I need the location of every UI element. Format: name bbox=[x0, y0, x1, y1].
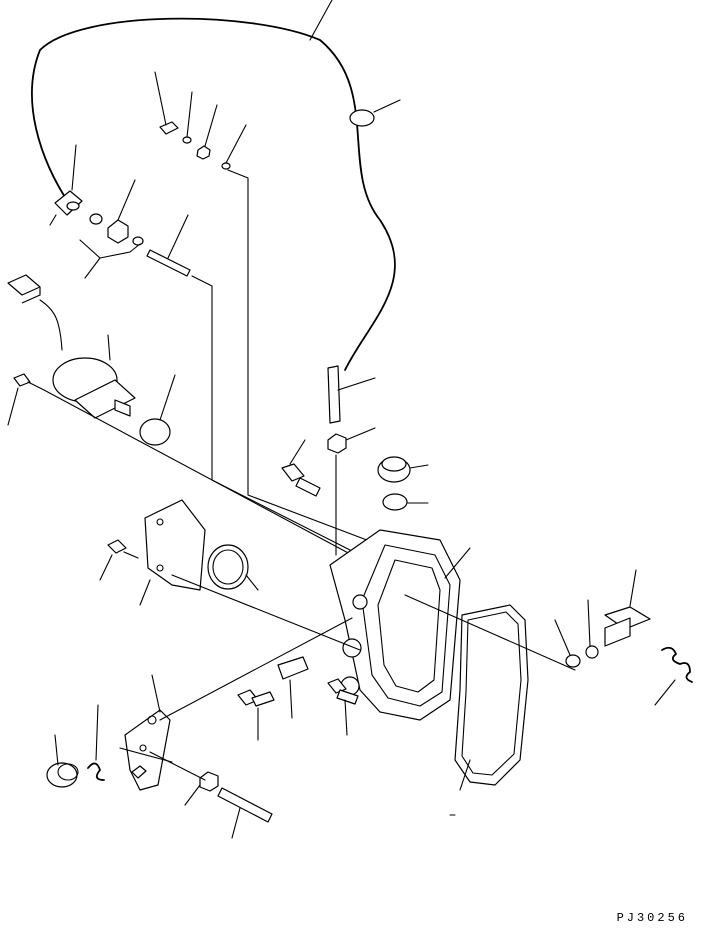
leader-line bbox=[192, 276, 350, 550]
leader-line bbox=[150, 752, 205, 780]
washer-left-2[interactable] bbox=[133, 237, 143, 245]
washer-upper[interactable] bbox=[183, 92, 192, 143]
adjusting-screw[interactable] bbox=[605, 570, 650, 646]
rod-end-upper[interactable] bbox=[155, 72, 178, 134]
washer-right[interactable] bbox=[555, 620, 580, 667]
leader-line bbox=[172, 575, 360, 650]
clip[interactable] bbox=[278, 657, 308, 718]
gasket-plug[interactable] bbox=[383, 494, 428, 510]
pin[interactable] bbox=[132, 766, 146, 778]
nut-left[interactable] bbox=[108, 180, 135, 243]
lever[interactable] bbox=[125, 675, 170, 790]
bolt-upper[interactable] bbox=[282, 440, 320, 496]
leader-line bbox=[44, 390, 380, 570]
bolt-lower-1[interactable] bbox=[238, 690, 274, 740]
cap[interactable] bbox=[47, 735, 78, 787]
bracket-leader bbox=[80, 240, 140, 258]
spring-upper[interactable] bbox=[328, 366, 375, 423]
spring-right[interactable] bbox=[655, 648, 692, 705]
o-ring-cover[interactable] bbox=[208, 545, 258, 590]
housing-gasket[interactable] bbox=[455, 605, 528, 790]
bolt-solenoid[interactable] bbox=[8, 374, 44, 425]
lock-washer-upper[interactable] bbox=[222, 125, 246, 169]
leader-line bbox=[228, 170, 380, 545]
nut-upper[interactable] bbox=[197, 105, 217, 159]
governor-housing[interactable] bbox=[330, 530, 470, 720]
bolt-lower-2[interactable] bbox=[328, 679, 358, 735]
spring-lower[interactable] bbox=[88, 705, 104, 780]
nut-upper-right[interactable] bbox=[328, 428, 375, 453]
bolt-cover[interactable] bbox=[100, 540, 138, 580]
leader-line bbox=[120, 748, 172, 762]
o-ring-right[interactable] bbox=[586, 600, 598, 658]
threaded-rod[interactable] bbox=[147, 215, 190, 276]
cable-clamp[interactable] bbox=[350, 100, 400, 126]
nut-lower[interactable] bbox=[185, 772, 218, 805]
cover-plate[interactable] bbox=[140, 500, 205, 605]
o-ring-solenoid[interactable] bbox=[140, 375, 175, 445]
stud-bolt-lower[interactable] bbox=[218, 788, 272, 838]
control-cable bbox=[32, 19, 395, 370]
leader-line bbox=[160, 618, 352, 720]
drawing-code: PJ30256 bbox=[616, 911, 688, 925]
rod-end-left[interactable] bbox=[50, 145, 82, 225]
solenoid[interactable] bbox=[8, 275, 135, 418]
drain-plug[interactable] bbox=[378, 457, 428, 482]
washer-left[interactable] bbox=[90, 214, 102, 224]
